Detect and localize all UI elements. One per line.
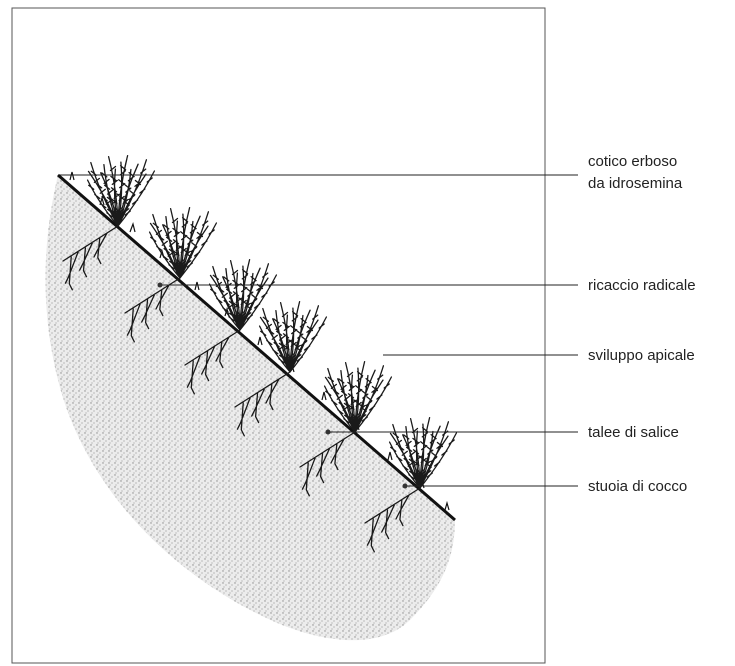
label-apical-growth: sviluppo apicale [588,347,695,364]
marker-willow-cuttings [326,430,331,435]
label-turf-line1: cotico erboso [588,153,677,170]
label-turf-line2: da idrosemina [588,175,683,192]
marker-coir-mat [403,484,408,489]
marker-root-regrowth [158,283,163,288]
label-root-regrowth: ricaccio radicale [588,277,696,294]
label-willow-cuttings: talee di salice [588,424,679,441]
label-coir-mat: stuoia di cocco [588,478,687,495]
soil-section [45,175,455,640]
